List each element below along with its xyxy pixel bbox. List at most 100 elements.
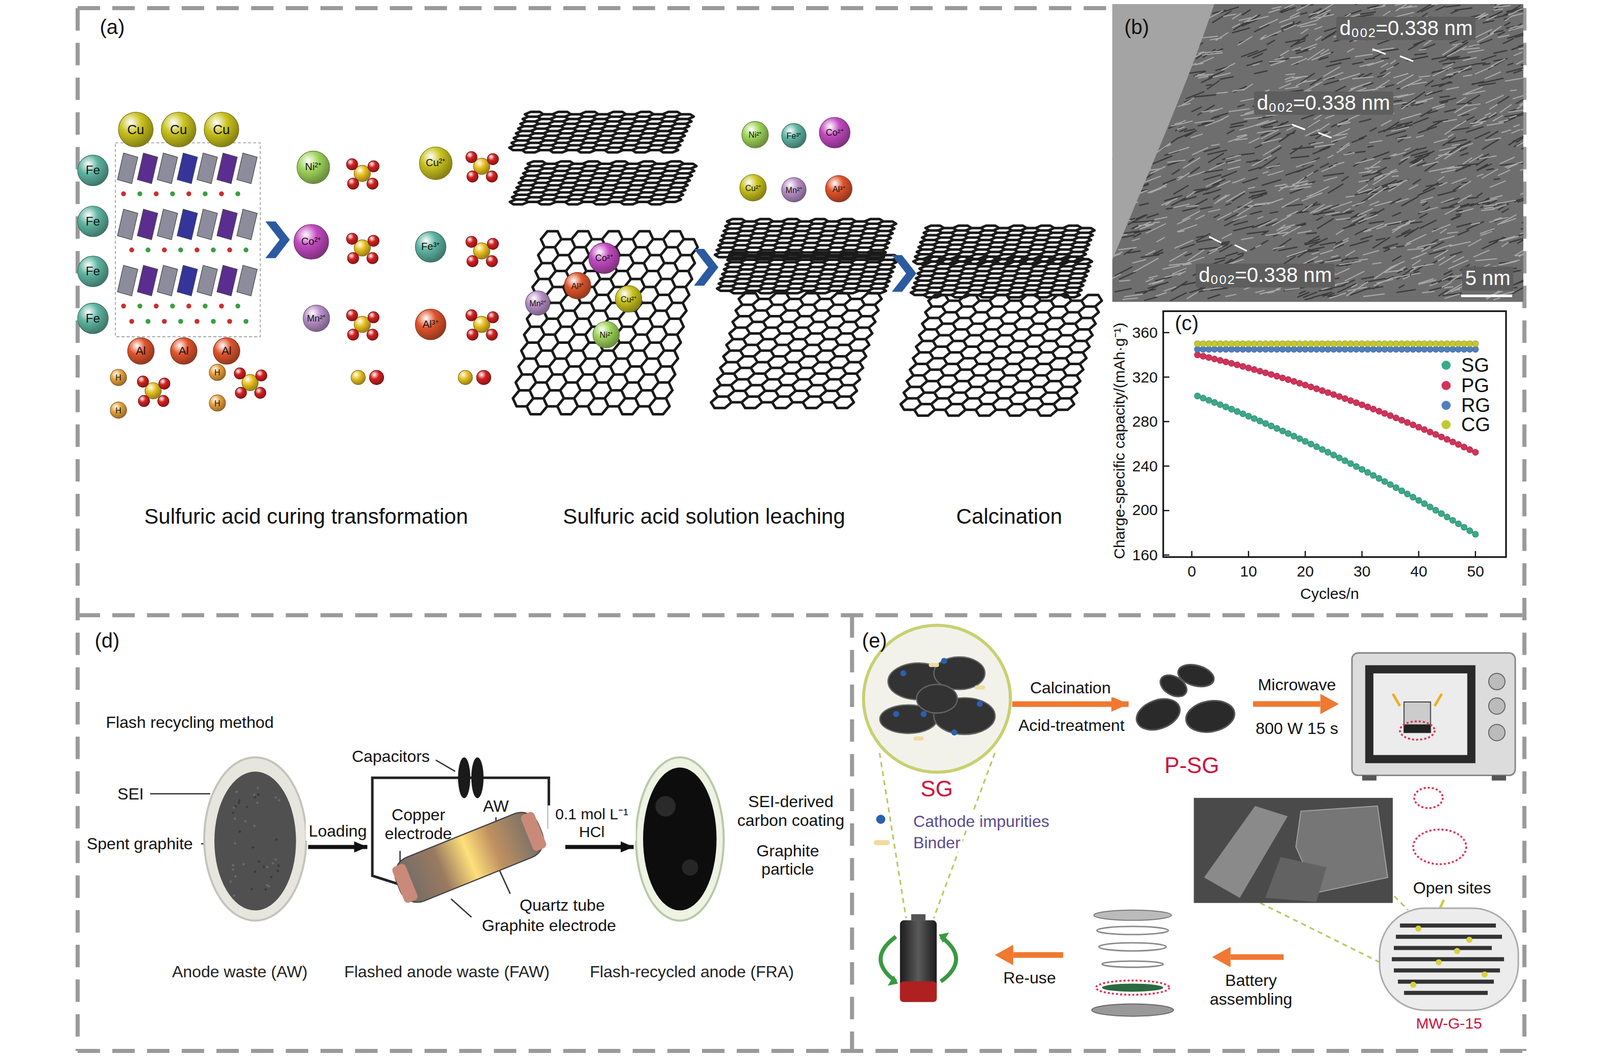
part-label: Open sites <box>1413 878 1492 897</box>
data-marker <box>1313 340 1320 347</box>
oven-foot <box>1491 775 1507 781</box>
leader-line <box>149 792 211 795</box>
panel-letter: (e) <box>861 629 887 653</box>
binder-bit <box>913 736 924 741</box>
legend-text: PG <box>1461 374 1490 397</box>
lattice-dot <box>218 191 224 197</box>
sulfate-molecule <box>346 158 379 189</box>
data-marker <box>1398 346 1405 353</box>
oxygen-atom <box>465 309 477 322</box>
ion-sphere <box>825 175 852 202</box>
node-caption: P-SG <box>1164 752 1220 778</box>
graphene-lattice <box>509 231 701 414</box>
octahedron-layer <box>137 209 158 240</box>
lattice-dot <box>194 247 200 253</box>
data-marker <box>1421 500 1428 507</box>
carbon-coating <box>635 757 724 921</box>
lattice-dot <box>178 318 184 325</box>
label-box: Mn²⁺ <box>306 312 326 324</box>
graphite-electrode <box>519 810 548 852</box>
ion-label: Cu <box>212 121 230 138</box>
speckle <box>231 868 235 871</box>
data-marker <box>1370 405 1377 412</box>
data-marker <box>1324 389 1331 396</box>
oxygen-atom <box>234 367 246 379</box>
leader-line <box>451 899 472 918</box>
data-marker <box>1460 346 1467 353</box>
oxygen-atom <box>366 178 378 190</box>
data-marker <box>1200 340 1207 347</box>
ion-sphere <box>297 150 330 184</box>
label-box: (c) <box>1174 311 1199 336</box>
octahedron-layer <box>197 152 218 184</box>
spacing-marker <box>1208 236 1222 243</box>
ion-label: Ni²⁺ <box>304 161 322 173</box>
graphene-lattice <box>909 257 1095 298</box>
lattice-dot <box>162 247 168 253</box>
sem-background <box>1193 797 1393 904</box>
label-box: Copper electrode <box>377 805 460 844</box>
ion-sphere <box>525 290 551 315</box>
label-box: Open sites <box>1413 878 1492 898</box>
ion-sphere <box>303 305 330 332</box>
data-marker <box>1460 340 1467 347</box>
data-marker <box>1376 340 1383 347</box>
data-marker <box>1285 376 1292 383</box>
ion-sphere <box>781 177 807 203</box>
oxygen-atom <box>157 395 170 407</box>
data-marker <box>1426 428 1433 435</box>
ion-sphere <box>110 401 127 419</box>
data-marker <box>1472 531 1479 538</box>
data-marker <box>1472 340 1479 347</box>
label-box: d₀₀₂=0.338 nm <box>1195 263 1335 287</box>
ion-label: Ni²⁺ <box>748 130 762 140</box>
part-label: SEI-derived carbon coating <box>737 792 845 830</box>
ion-sphere <box>742 121 769 148</box>
data-marker <box>1404 419 1411 426</box>
data-marker <box>1341 340 1349 347</box>
label-box: 0 <box>1187 562 1197 581</box>
speckle <box>243 819 247 823</box>
oxygen-atom <box>466 329 478 341</box>
speckle <box>251 846 254 849</box>
ion-sphere <box>77 303 109 334</box>
octahedron-layer <box>117 209 138 240</box>
battery <box>880 914 957 1003</box>
speckle <box>229 880 232 883</box>
label-box: SEI <box>117 784 144 804</box>
anode-waste-particle: Anode waste (AW) <box>204 757 307 921</box>
data-marker <box>1290 340 1297 347</box>
lattice-dot <box>218 303 224 309</box>
data-marker <box>1245 340 1252 347</box>
tick-label: 240 <box>1132 457 1158 475</box>
data-marker <box>1268 422 1275 429</box>
data-marker <box>1319 446 1326 453</box>
label-box: Al³⁺ <box>571 280 585 291</box>
data-marker <box>1268 371 1275 378</box>
lattice-dot <box>145 318 151 325</box>
data-marker <box>1341 346 1349 353</box>
oxygen-atom <box>347 252 359 264</box>
legend-text: Binder <box>913 833 961 852</box>
node-caption: SG <box>920 775 953 801</box>
data-marker <box>1472 346 1479 353</box>
axis-title: Cycles/n <box>1300 585 1360 602</box>
lattice-dot <box>243 318 249 325</box>
edge-label-box: Calcination <box>1027 678 1114 698</box>
data-marker <box>1410 421 1417 428</box>
label-box: 280 <box>1132 412 1158 431</box>
data-marker <box>1415 497 1422 504</box>
ion-label: Al <box>135 344 146 358</box>
so-molecule <box>350 370 384 385</box>
tick-label: 320 <box>1132 368 1158 386</box>
legend-text: RG <box>1461 394 1491 416</box>
node-caption: Anode waste (AW) <box>172 962 308 981</box>
ion-sphere <box>415 309 446 340</box>
ion-spheres <box>77 112 853 419</box>
data-marker <box>1307 346 1315 353</box>
data-marker <box>1364 403 1371 410</box>
data-marker <box>1432 431 1439 438</box>
graphene-sheet <box>897 295 1104 416</box>
leader-line <box>435 759 456 772</box>
speckle <box>252 824 256 827</box>
